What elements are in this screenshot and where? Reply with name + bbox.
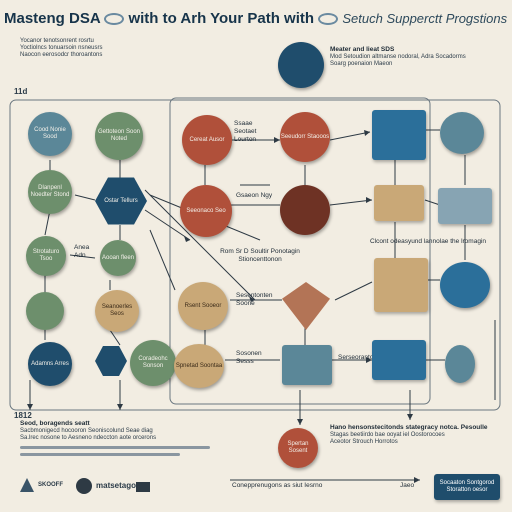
logo-2: matsetagoo — [96, 481, 141, 490]
swirl-icon — [104, 13, 125, 26]
callout-top-label: Meater and lieat SDS — [330, 46, 395, 53]
node-17-label: Gsaeon Ngy — [236, 192, 273, 199]
node-15-label: Seeudorr Staooos — [280, 133, 330, 140]
node-10-label: Adamns Arres — [31, 360, 69, 367]
bottom-text-left: Seod, boragends seatt Sacbmonigecd hocoo… — [20, 420, 250, 460]
title-mid: with to Arh Your Path with — [128, 10, 315, 27]
node-10[interactable]: Adamns Arres — [28, 342, 72, 386]
node-16-label: Seeonaco Seo — [186, 207, 226, 214]
node-12-label: Coradeohc Sonson — [138, 356, 168, 369]
node-7-label: Aooan fleen — [101, 254, 135, 261]
node-22[interactable]: Spnetad Soontaa — [174, 344, 224, 388]
node-14-label: Ssaae Seotaet Lourton — [234, 120, 257, 143]
node-13[interactable]: Cereat Ausor — [182, 115, 232, 165]
node-12[interactable]: Coradeohc Sonson — [130, 340, 176, 386]
callout-top-line-2: Soarg poenaion Maeon — [330, 61, 393, 67]
node-26[interactable] — [440, 112, 484, 154]
node-23-label: Sosonen Sesss — [236, 350, 262, 365]
node-18[interactable] — [280, 185, 330, 235]
swirl-icon-2 — [318, 13, 339, 26]
bottom-right-line-1: Stagas beetiirdo bae ooyat iel Oostoroco… — [330, 432, 445, 438]
node-2-label: Gettoteon Soon Noted — [97, 129, 141, 142]
intro-line-1: Yocanor tenotsonrent rosrtu — [20, 38, 94, 44]
node-29[interactable] — [374, 258, 428, 312]
title-main: Masteng DSA — [4, 10, 101, 27]
callout-circle-top[interactable] — [278, 42, 324, 88]
bottom-text-right: Hano hensonstecitonds stategracy notca. … — [330, 424, 505, 446]
badge-logo-icon — [76, 478, 92, 494]
bottom-right-line-2: Aceotor Strouch Horrotos — [330, 439, 398, 445]
node-4-label: Ostar Tellurs — [104, 197, 138, 204]
title-right: Setuch Supperctt Progstions — [342, 11, 508, 26]
logo-1: SKOOFF — [38, 482, 63, 488]
intro-text: Yocanor tenotsonrent rosrtu Yoctiolncs t… — [20, 38, 190, 59]
mid-label: Rom Sr D Soultir Ponotagin Stioncenttono… — [210, 248, 310, 264]
node-24[interactable] — [282, 345, 332, 385]
node-5-label: Strotaturo Tsoo — [32, 249, 60, 262]
node-32[interactable] — [445, 345, 475, 383]
bottom-line-2: Sa.lrec nosone to Aesneno ndeccton aote … — [20, 435, 157, 441]
mid-label-line-2: Stioncenttonon — [238, 256, 282, 263]
node-19-label: Rsent Sooeor — [184, 302, 222, 309]
bottom-right-box-label: Socaaton Sontgorod Storatton oesor — [439, 480, 495, 493]
node-2[interactable]: Gettoteon Soon Noted — [95, 112, 143, 160]
node-8[interactable]: Seanoerles Seos — [95, 290, 139, 332]
node-15[interactable]: Seeudorr Staooos — [280, 112, 330, 162]
node-20-label: Sesentonten Soone — [236, 292, 273, 307]
node-16[interactable]: Seeonaco Seo — [180, 185, 232, 237]
node-25[interactable] — [372, 110, 426, 160]
node-30[interactable] — [440, 262, 490, 308]
bottom-right-box[interactable]: Socaaton Sontgorod Storatton oesor — [434, 474, 500, 500]
node-6-label: Anea Adn — [74, 244, 90, 259]
bottom-line-1: Sacbmonigecd hocooron Seoniscolund Seae … — [20, 428, 153, 434]
node-19[interactable]: Rsent Sooeor — [178, 282, 228, 330]
node-27[interactable] — [374, 185, 424, 221]
intro-line-3: Naocon eerosodcr thoroantons — [20, 52, 103, 58]
bottom-divider-2 — [20, 453, 180, 456]
node-1[interactable]: Cood Nonie Sood — [28, 112, 72, 156]
node-22-label: Spnetad Soontaa — [175, 362, 223, 369]
node-1-label: Cood Nonie Sood — [34, 127, 66, 140]
node-13-label: Cereat Ausor — [189, 136, 225, 143]
node-28[interactable] — [438, 188, 492, 224]
flag-logo-icon — [136, 482, 150, 492]
mid-label-line-1: Rom Sr D Soultir Ponotagin — [220, 248, 300, 255]
right-label: Clcont odeasyund lannolae the lromagin — [370, 238, 486, 245]
footer-text: Conepprenugons as siut Iesrno — [232, 482, 323, 489]
node-7[interactable]: Aooan fleen — [100, 240, 136, 276]
bottom-right-heading: Hano hensonstecitonds stategracy notca. … — [330, 424, 488, 431]
node-9[interactable] — [26, 292, 64, 330]
node-5[interactable]: Strotaturo Tsoo — [26, 236, 66, 276]
callout-top-line-1: Mod Setoudion altmanse nodoral, Adra Soc… — [330, 54, 466, 60]
node-31[interactable] — [372, 340, 426, 380]
node-3[interactable]: Dlanpenl Noedter Stond — [28, 170, 72, 214]
node-3-label: Dlanpenl Noedter Stond — [30, 185, 70, 198]
bottom-divider-1 — [20, 446, 210, 449]
node-8-label: Seanoerles Seos — [101, 304, 133, 317]
intro-line-2: Yoctiolncs tonuarsoin nsneusrs — [20, 45, 103, 51]
bottom-heading: Seod, boragends seatt — [20, 420, 90, 427]
side-label: Serseorantoon — [338, 354, 381, 361]
page-title: Masteng DSA with to Arh Your Path with S… — [4, 10, 508, 27]
bottom-callout-circle[interactable]: Spertan Sosent — [278, 428, 318, 468]
section-label-bottom: 1812 — [14, 411, 32, 420]
bottom-callout-label: Spertan Sosent — [287, 441, 309, 454]
callout-text-top: Meater and lieat SDS Mod Setoudion altma… — [330, 46, 505, 68]
section-label-left: 11d — [14, 87, 28, 96]
footer-right: Jaeo — [400, 482, 415, 489]
